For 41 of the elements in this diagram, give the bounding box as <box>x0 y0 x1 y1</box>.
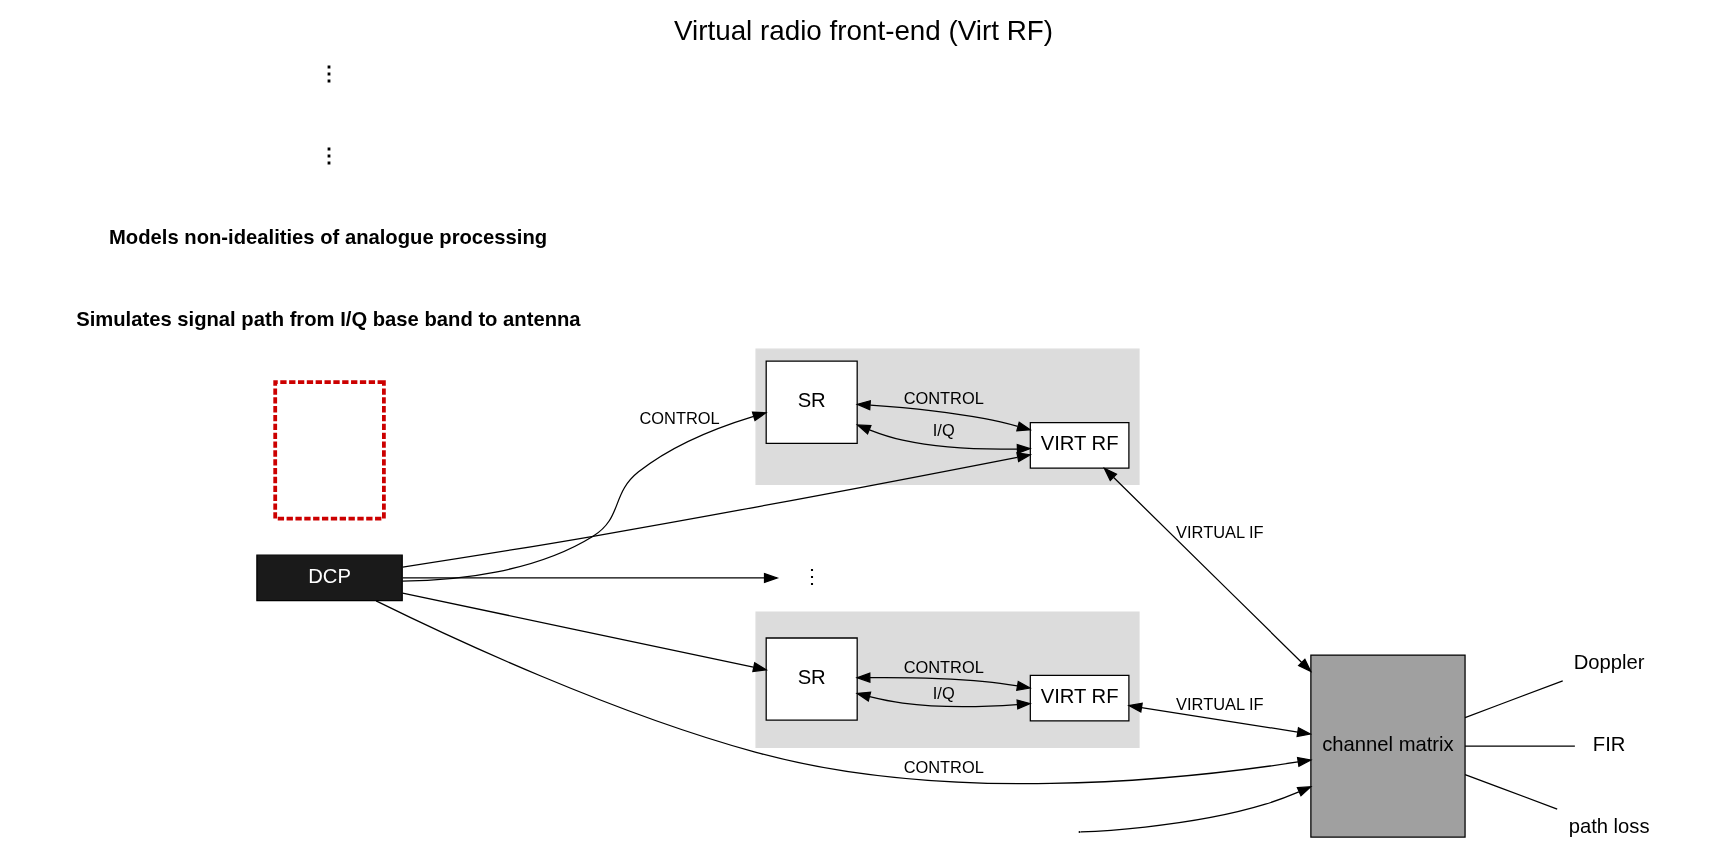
edge-label: VIRTUAL IF <box>1176 694 1264 713</box>
node-text: Doppler <box>1573 650 1645 673</box>
node-text: FIR <box>1592 732 1626 755</box>
node-box: SR <box>765 360 858 444</box>
edge-label: CONTROL <box>639 409 720 428</box>
label: Simulates signal path from I/Q base band to antenna <box>76 308 581 331</box>
node-box: channel matrix <box>1310 654 1466 838</box>
arrow <box>1080 785 1313 833</box>
node-text: path loss <box>1568 815 1650 837</box>
diagram-title: Virtual radio front-end (Virt RF) <box>673 15 1054 47</box>
connector <box>1464 745 1576 747</box>
connector <box>1464 773 1558 810</box>
node-box: SR <box>765 637 858 721</box>
arrow <box>855 691 1032 710</box>
arrow <box>855 399 1033 432</box>
node-text: ⋮ <box>801 564 822 587</box>
cluster <box>755 611 1140 748</box>
edge-label: I/Q <box>932 420 955 439</box>
arrow <box>1127 702 1313 738</box>
label: Models non-idealities of analogue processing <box>109 226 548 249</box>
label: ⋮ <box>319 143 340 166</box>
arrow <box>375 600 1313 785</box>
edge-label: CONTROL <box>903 658 984 677</box>
arrow <box>402 572 780 584</box>
node-box: DCP <box>256 554 403 602</box>
arrow <box>855 672 1032 692</box>
edge-label: VIRTUAL IF <box>1176 523 1264 542</box>
node-box: VIRT RF <box>1029 421 1130 469</box>
edge-label: I/Q <box>932 683 955 702</box>
arrow <box>1103 467 1313 673</box>
edge-label: CONTROL <box>903 758 984 777</box>
edge-label: CONTROL <box>903 389 984 408</box>
node-box <box>273 380 386 521</box>
arrow <box>402 592 769 673</box>
arrow <box>855 424 1032 455</box>
arrow <box>401 411 768 582</box>
label: ⋮ <box>319 61 340 84</box>
node-box: VIRT RF <box>1029 674 1130 722</box>
cluster <box>755 348 1140 486</box>
connector <box>1464 680 1564 719</box>
arrow <box>402 452 1033 568</box>
